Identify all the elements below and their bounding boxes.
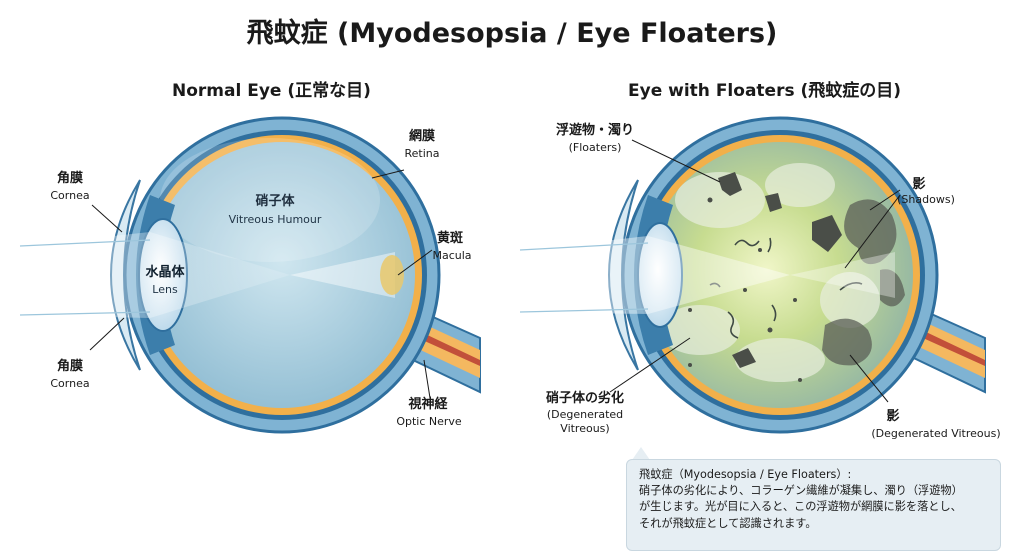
normal-eye [19,116,481,434]
macula-label-jp: 黄斑 [436,231,463,246]
lens-label-en: Lens [152,283,178,296]
floater-eye [519,116,986,434]
macula [380,255,404,295]
cornea-bottom-label-en: Cornea [50,377,90,390]
main-title: 飛蚊症 (Myodesopsia / Eye Floaters) [246,18,778,49]
cloud-patches [660,163,880,382]
note-callout-tail [632,447,650,460]
note-line-2: 硝子体の劣化により、コラーゲン繊維が凝集し、濁り（浮遊物） [639,484,963,498]
floater-leader-lines [609,139,901,403]
floaters [688,172,842,382]
lens-label-jp: 水晶体 [145,265,185,280]
optic-nerve-label-jp: 視神経 [408,397,448,412]
normal-eye-heading: Normal Eye (正常な目) [172,81,371,101]
floater-eye-heading: Eye with Floaters (飛蚊症の目) [628,81,902,101]
cornea-top-label-jp: 角膜 [56,171,83,186]
shadows-top-label-jp: 影 [912,177,926,192]
floaters-label-jp: 浮遊物・濁り [555,123,634,138]
degenerated-label-jp: 硝子体の劣化 [545,391,624,406]
note-line-3: が生じます。光が目に入ると、この浮遊物が網膜に影を落とし、 [639,500,962,514]
floaters-label-en: (Floaters) [568,141,622,154]
explanation-note: 飛蚊症（Myodesopsia / Eye Floaters）: 硝子体の劣化に… [626,459,1001,551]
shadow-patches [822,199,905,366]
retina-label-en: Retina [404,147,440,160]
normal-leader-lines [89,169,433,399]
note-line-1: 飛蚊症（Myodesopsia / Eye Floaters）: [639,468,852,481]
shadows-bottom-label-jp: 影 [886,409,900,424]
retina-label-jp: 網膜 [408,129,435,144]
floater-strands [709,237,863,339]
light-beam-in [20,232,290,318]
macula-label-en: Macula [432,249,472,262]
light-beam-out [290,252,395,298]
shadows-top-label-en: (Shadows) [897,193,955,206]
note-line-4: それが飛蚊症として認識されます。 [639,516,817,530]
cornea-top-label-en: Cornea [50,189,90,202]
cornea-bottom-label-jp: 角膜 [56,359,83,374]
degenerated-label-en1: (Degenerated [546,408,624,421]
vitreous-label-en: Vitreous Humour [228,213,322,226]
degenerated-label-en2: Vitreous) [560,422,610,435]
optic-nerve-label-en: Optic Nerve [396,415,462,428]
vitreous-label-jp: 硝子体 [255,194,295,209]
shadows-bottom-label-en: (Degenerated Vitreous) [871,427,1001,440]
